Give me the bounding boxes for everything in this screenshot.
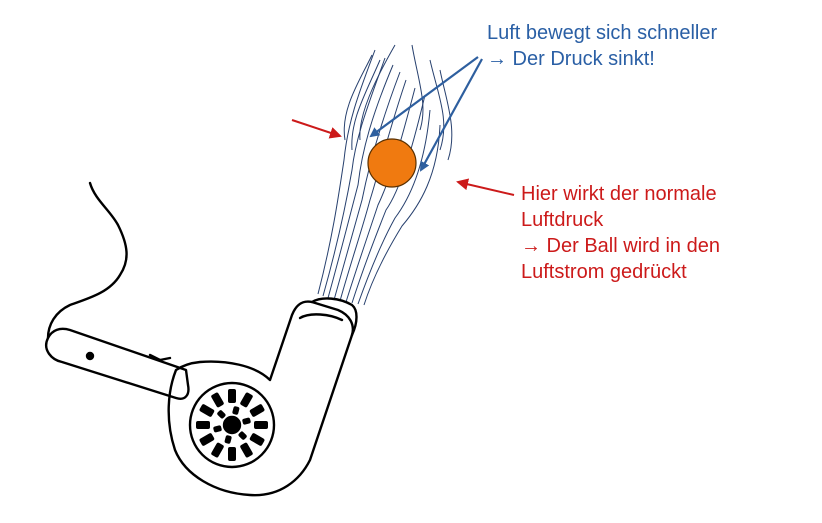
annotation-normal-pressure-line2: Luftdruck	[521, 209, 604, 231]
fan-vents	[196, 389, 268, 461]
red-arrow-right	[456, 178, 515, 196]
red-arrows	[291, 119, 515, 196]
annotation-fast-air-line2: → Der Druck sinkt!	[487, 48, 655, 70]
blue-arrows	[369, 56, 483, 172]
annotation-normal-pressure-line3: → Der Ball wird in den	[521, 235, 720, 257]
annotation-normal-pressure: Hier wirkt der normale Luftdruck → Der B…	[521, 181, 720, 285]
annotation-fast-air-line1: Luft bewegt sich schneller	[487, 22, 718, 44]
annotation-normal-pressure-line1: Hier wirkt der normale	[521, 183, 717, 205]
annotation-normal-pressure-line4: Luftstrom gedrückt	[521, 261, 687, 283]
ball-icon	[367, 138, 417, 188]
annotation-fast-air: Luft bewegt sich schneller → Der Druck s…	[487, 20, 717, 72]
blue-arrow-left	[369, 56, 479, 138]
blue-arrow-right	[420, 58, 483, 172]
hair-dryer-icon	[45, 181, 358, 497]
red-arrow-left	[291, 119, 342, 139]
